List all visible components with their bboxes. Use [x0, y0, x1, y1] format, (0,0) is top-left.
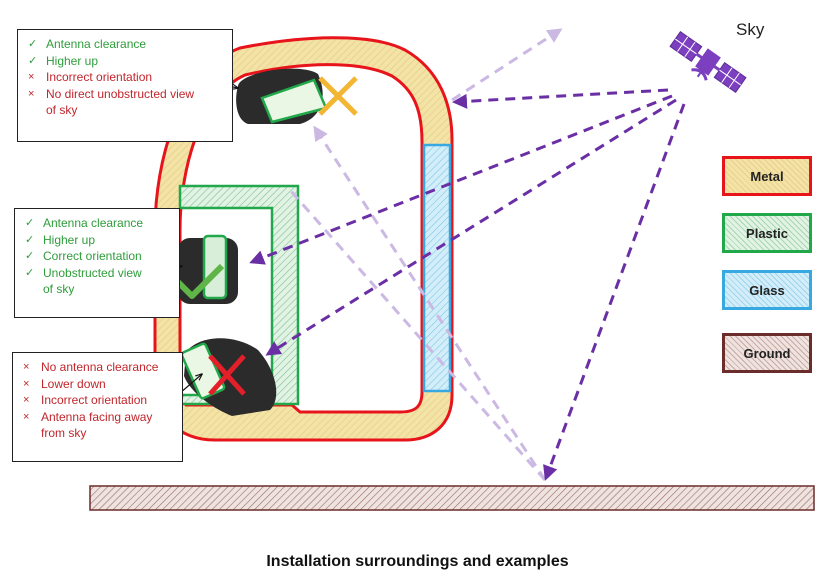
- warning-cross-icon: [318, 76, 358, 116]
- callout-text: Incorrect orientation: [41, 393, 148, 407]
- legend-plastic: Plastic: [722, 213, 812, 253]
- signal-to-roof: [452, 88, 669, 109]
- metal-enclosure: [153, 36, 454, 442]
- check-mark-icon: [175, 263, 225, 299]
- callout-row: of sky: [25, 281, 171, 298]
- callout-row: from sky: [23, 425, 174, 442]
- middle-antenna-callout: ✓ Antenna clearance ✓ Higher up ✓ Correct ori…: [14, 208, 180, 318]
- callout-text: Antenna clearance: [46, 37, 147, 51]
- callout-text: Unobstructed view: [43, 265, 142, 280]
- callout-row: ✓ Correct orientation: [25, 248, 171, 265]
- callout-row: × Incorrect orientation: [28, 69, 224, 86]
- legend-label: Plastic: [746, 225, 788, 241]
- cross-icon: ×: [23, 377, 30, 390]
- callout-text: of sky: [43, 282, 75, 296]
- top-antenna: [236, 68, 328, 124]
- callout-row: ✓ Antenna clearance: [28, 36, 224, 53]
- signal-to-bottom-antenna: [265, 98, 677, 356]
- bottom-antenna-callout: × No antenna clearance × Lower down × Incorre…: [12, 352, 183, 462]
- legend-ground: Ground: [722, 333, 812, 373]
- callout-text: Correct orientation: [43, 249, 142, 263]
- cross-icon: ×: [23, 394, 30, 406]
- check-icon: ✓: [25, 233, 35, 246]
- error-cross-icon: [208, 354, 246, 396]
- callout-text: Higher up: [43, 232, 96, 247]
- callout-text: No antenna clearance: [41, 360, 159, 374]
- callout-row: ✓ Higher up: [25, 232, 171, 249]
- callout-text: of sky: [46, 103, 78, 117]
- diagram-caption: Installation surroundings and examples: [266, 553, 569, 570]
- check-icon: ✓: [25, 217, 35, 229]
- callout-row: ✓ Unobstructed view: [25, 265, 171, 282]
- callout-text: No direct unobstructed view: [46, 86, 195, 101]
- legend-glass: Glass: [722, 270, 812, 310]
- callout-text: Lower down: [41, 376, 106, 391]
- callout-row: ✓ Higher up: [28, 53, 224, 70]
- callout-text: Incorrect orientation: [46, 70, 153, 84]
- callout-row: × Antenna facing away: [23, 409, 174, 426]
- callout-row: × Lower down: [23, 376, 174, 393]
- callout-text: Antenna facing away: [41, 409, 153, 424]
- check-icon: ✓: [28, 38, 38, 50]
- ground-surface: [89, 485, 815, 511]
- callout-row: ✓ Antenna clearance: [25, 215, 171, 232]
- callout-row: × No direct unobstructed view: [28, 86, 224, 103]
- check-icon: ✓: [25, 250, 35, 262]
- reflected-signal-up: [451, 28, 563, 102]
- signal-to-ground: [543, 103, 686, 481]
- callout-text: Antenna clearance: [43, 216, 144, 230]
- callout-text: from sky: [41, 426, 87, 440]
- sky-label: Sky: [736, 20, 765, 39]
- cross-icon: ×: [23, 410, 30, 423]
- check-icon: ✓: [28, 54, 38, 67]
- legend-label: Ground: [743, 345, 791, 361]
- satellite-icon: [669, 30, 747, 94]
- reflected-signal-ground-1: [313, 125, 547, 481]
- cross-icon: ×: [28, 71, 35, 83]
- reflected-signal-ground-2: [288, 189, 547, 481]
- legend-metal: Metal: [722, 156, 812, 196]
- callout-row: × Incorrect orientation: [23, 392, 174, 409]
- top-antenna-callout: ✓ Antenna clearance ✓ Higher up × Incorrect o…: [17, 29, 233, 142]
- callout-row: × No antenna clearance: [23, 359, 174, 376]
- cross-icon: ×: [28, 87, 35, 100]
- callout-row: of sky: [28, 102, 224, 119]
- cross-icon: ×: [23, 361, 30, 373]
- callout-text: Higher up: [46, 53, 99, 68]
- check-icon: ✓: [25, 266, 35, 279]
- signal-to-middle-antenna: [249, 94, 673, 265]
- glass-window: [422, 143, 452, 393]
- legend-label: Glass: [749, 282, 785, 298]
- legend-label: Metal: [750, 168, 784, 184]
